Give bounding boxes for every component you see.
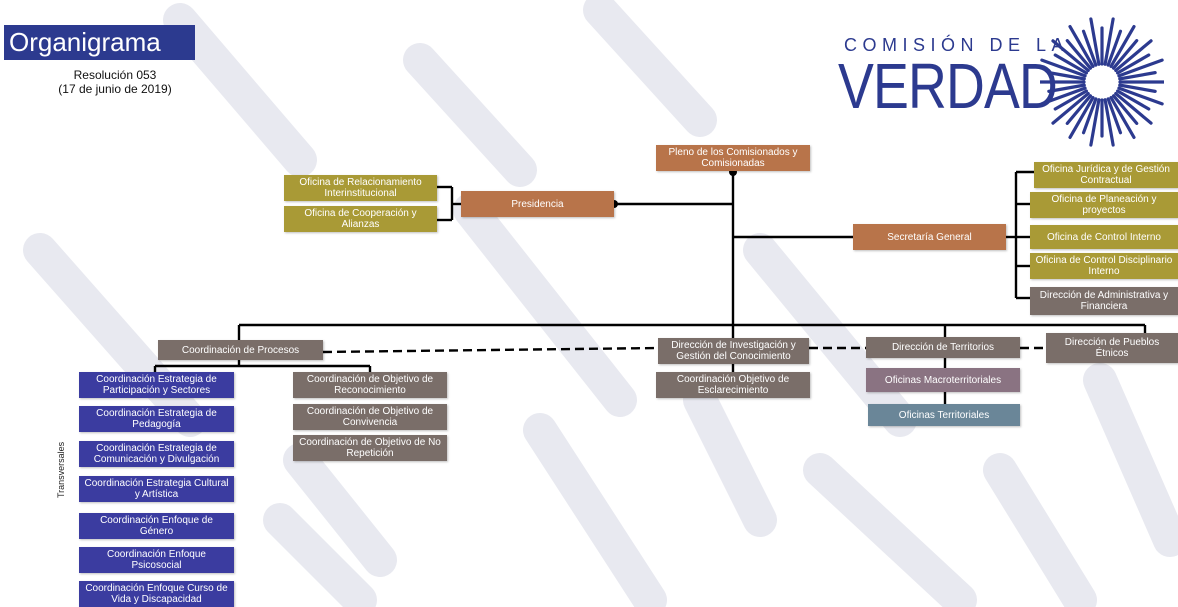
sun-ray — [1047, 71, 1086, 81]
transversales-label: Transversales — [56, 441, 66, 498]
node-coord-no-repeticion[interactable]: Coordinación de Objetivo de No Repetició… — [293, 435, 447, 461]
transversal-item[interactable]: Coordinación Estrategia de Comunicación … — [79, 441, 234, 467]
node-direccion-territorios[interactable]: Dirección de Territorios — [866, 337, 1020, 358]
sun-ray — [1051, 39, 1090, 73]
sun-ray — [1051, 91, 1090, 125]
node-oficinas-territoriales[interactable]: Oficinas Territoriales — [868, 404, 1020, 426]
sun-ray — [1117, 86, 1164, 106]
node-oficina-control-interno[interactable]: Oficina de Control Interno — [1030, 225, 1178, 249]
node-direccion-administrativa[interactable]: Dirección de Administrativa y Financiera — [1030, 287, 1178, 315]
sun-ray — [1068, 95, 1095, 140]
sun-ray — [1040, 86, 1087, 106]
logo-line2: VERDAD — [838, 50, 1058, 122]
sun-ray — [1081, 29, 1098, 67]
sun-ray — [1117, 58, 1164, 78]
node-coord-convivencia[interactable]: Coordinación de Objetivo de Convivencia — [293, 404, 447, 430]
sun-ray — [1053, 53, 1089, 75]
sun-ray — [1068, 24, 1095, 69]
sun-ray — [1106, 29, 1123, 67]
sun-ray — [1065, 94, 1093, 125]
sun-ray — [1081, 97, 1098, 135]
sun-ray — [1111, 94, 1139, 125]
node-direccion-pueblos[interactable]: Dirección de Pueblos Étnicos — [1046, 333, 1178, 363]
transversal-item[interactable]: Coordinación Enfoque Curso de Vida y Dis… — [79, 581, 234, 607]
resolution-number: Resolución 053 — [73, 68, 157, 82]
sun-ray — [1053, 89, 1089, 111]
node-presidencia[interactable]: Presidencia — [461, 191, 614, 217]
sun-ray — [1089, 98, 1101, 147]
sun-ray — [1103, 98, 1115, 147]
sun-ray — [1106, 97, 1123, 135]
node-oficina-relacionamiento[interactable]: Oficina de Relacionamiento Interinstituc… — [284, 175, 437, 201]
sun-rays-icon — [1040, 17, 1164, 147]
sun-ray — [1114, 39, 1153, 73]
sun-ray — [1103, 17, 1115, 66]
node-coord-esclarecimiento[interactable]: Coordinación Objetivo de Esclarecimiento — [656, 372, 810, 398]
comision-verdad-logo: COMISIÓN DE LA VERDAD — [838, 12, 1168, 152]
resolution-date: (17 de junio de 2019) — [58, 82, 172, 96]
transversal-item[interactable]: Coordinación Enfoque de Género — [79, 513, 234, 539]
page-title: Organigrama — [4, 25, 195, 60]
node-coord-reconocimiento[interactable]: Coordinación de Objetivo de Reconocimien… — [293, 372, 447, 398]
sun-ray — [1118, 83, 1157, 93]
sun-ray — [1111, 39, 1139, 70]
sun-ray — [1109, 24, 1136, 69]
node-pleno[interactable]: Pleno de los Comisionados y Comisionadas — [656, 145, 810, 171]
node-oficina-cooperacion[interactable]: Oficina de Cooperación y Alianzas — [284, 206, 437, 232]
sun-ray — [1047, 83, 1086, 93]
resolution-subtitle: Resolución 053 (17 de junio de 2019) — [40, 68, 190, 96]
sun-ray — [1040, 58, 1087, 78]
node-oficina-control-disciplinario[interactable]: Oficina de Control Disciplinario Interno — [1030, 253, 1178, 279]
node-oficina-planeacion[interactable]: Oficina de Planeación y proyectos — [1030, 192, 1178, 218]
sun-ray — [1089, 17, 1101, 66]
node-secretaria-general[interactable]: Secretaría General — [853, 224, 1006, 250]
transversal-item[interactable]: Coordinación Enfoque Psicosocial — [79, 547, 234, 573]
sun-ray — [1109, 95, 1136, 140]
transversal-item[interactable]: Coordinación Estrategia de Pedagogía — [79, 406, 234, 432]
logo-line1: COMISIÓN DE LA — [844, 35, 1070, 55]
sun-ray — [1065, 39, 1093, 70]
sun-ray — [1118, 71, 1157, 81]
sun-ray — [1115, 53, 1151, 75]
node-direccion-investigacion[interactable]: Dirección de Investigación y Gestión del… — [658, 338, 809, 364]
transversal-item[interactable]: Coordinación Estrategia Cultural y Artís… — [79, 476, 234, 502]
sun-ray — [1114, 91, 1153, 125]
node-oficinas-macroterritoriales[interactable]: Oficinas Macroterritoriales — [866, 368, 1020, 392]
node-coordinacion-procesos[interactable]: Coordinación de Procesos — [158, 340, 323, 360]
node-oficina-juridica[interactable]: Oficina Jurídica y de Gestión Contractua… — [1034, 162, 1178, 188]
transversal-item[interactable]: Coordinación Estrategia de Participación… — [79, 372, 234, 398]
sun-ray — [1115, 89, 1151, 111]
